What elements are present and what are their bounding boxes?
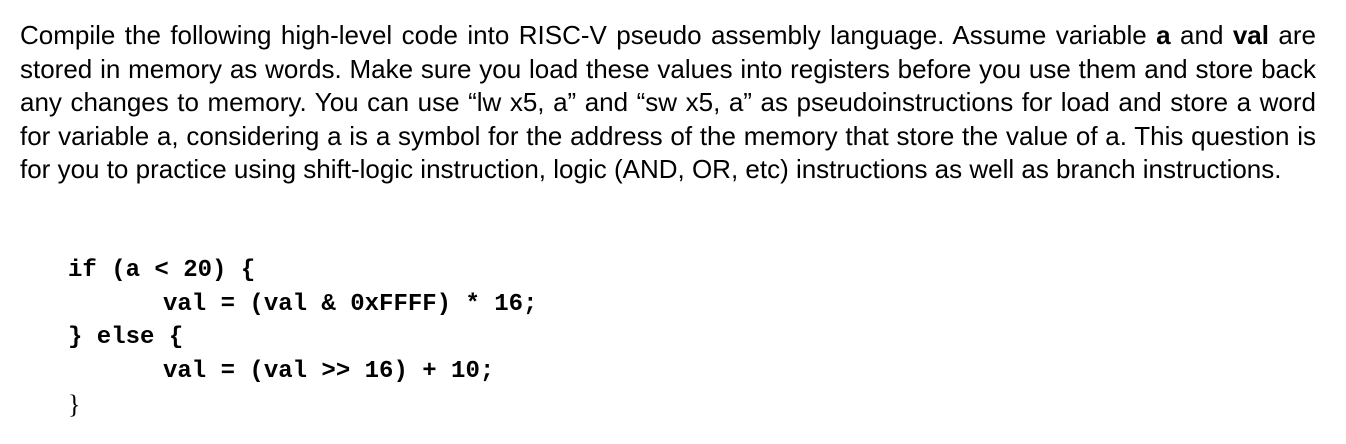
code-block: if (a < 20) { val = (val & 0xFFFF) * 16;… <box>68 254 537 422</box>
code-line-close-brace: } <box>68 390 81 419</box>
variable-a-bold: a <box>1156 20 1171 50</box>
question-text-part-1: Compile the following high-level code in… <box>20 20 1157 50</box>
code-line-else: } else { <box>68 324 184 351</box>
code-line-if: if (a < 20) { <box>68 257 256 284</box>
variable-val-bold: val <box>1232 20 1269 50</box>
question-text-part-2: and <box>1170 20 1233 50</box>
code-line-else-body: val = (val >> 16) + 10; <box>163 357 495 385</box>
question-text-part-3: are stored in memory as words. Make sure… <box>20 20 1316 184</box>
question-text: Compile the following high-level code in… <box>20 19 1316 187</box>
code-line-then-body: val = (val & 0xFFFF) * 16; <box>163 290 538 318</box>
